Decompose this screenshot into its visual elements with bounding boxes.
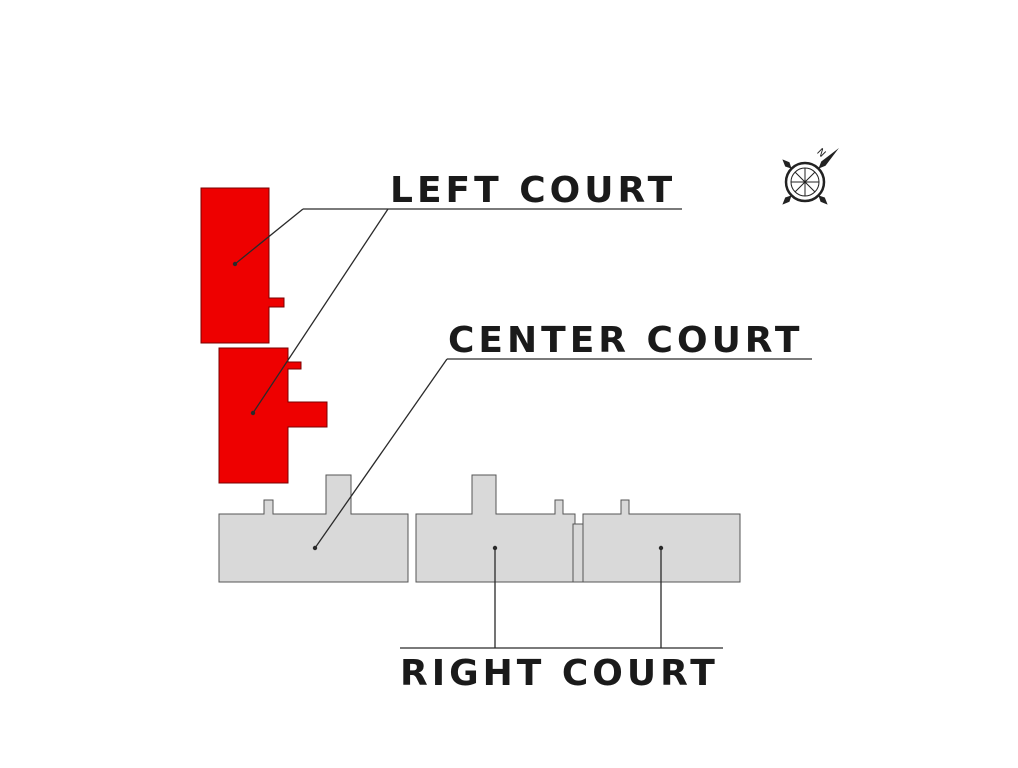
left-court-leader-north — [234, 208, 304, 265]
compass-rose-icon: N — [782, 147, 839, 205]
center-court-dot — [312, 545, 318, 551]
right-court-buildings — [415, 474, 741, 583]
left-court-dot-north — [232, 261, 238, 267]
left-court-dot-south — [250, 410, 256, 416]
center-court-building — [218, 474, 409, 583]
right-court-dot-west — [492, 545, 498, 551]
left-court-buildings — [200, 187, 328, 484]
left-court-label: LEFT COURT — [390, 170, 676, 211]
center-court-leader — [314, 358, 448, 549]
right-court-connector — [572, 523, 584, 583]
left-court-leader-south — [252, 208, 389, 414]
right-court-label: RIGHT COURT — [400, 653, 719, 694]
north-letter: N — [814, 147, 827, 160]
right-court-dot-east — [658, 545, 664, 551]
center-court-buildings — [218, 474, 409, 583]
right-court-building-east — [582, 499, 741, 583]
center-court-label: CENTER COURT — [448, 320, 803, 361]
left-court-building-north — [200, 187, 285, 344]
left-court-building-south — [218, 347, 328, 484]
leader-lines — [232, 208, 812, 649]
